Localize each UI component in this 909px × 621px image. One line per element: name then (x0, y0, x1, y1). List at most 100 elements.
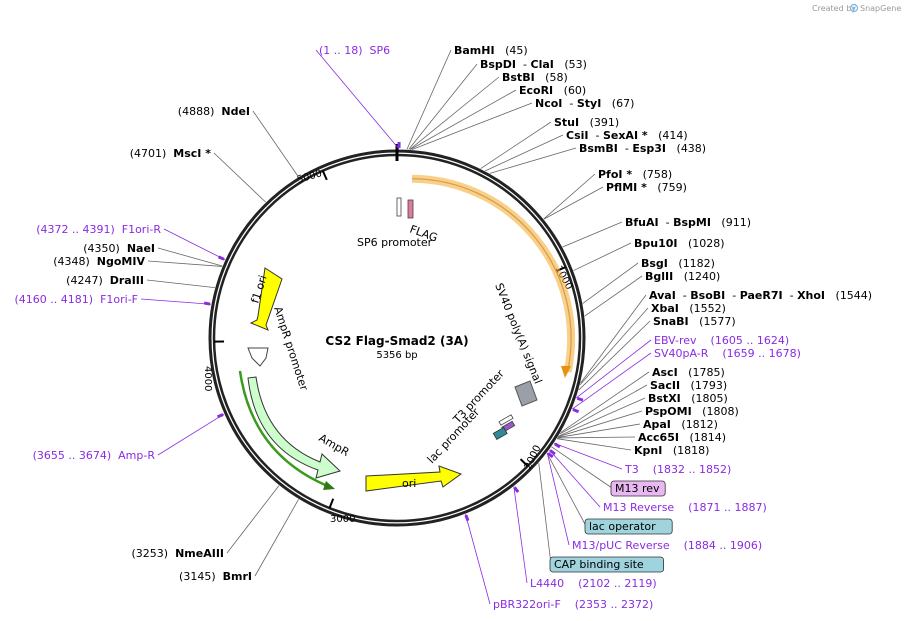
site-label-kpni: KpnI (1818) (634, 444, 709, 457)
sp6-promoter-feature (396, 197, 402, 217)
tick-mark (519, 458, 529, 467)
site-label-f1orir: (4372 .. 4391) F1ori-R (36, 223, 161, 236)
site-label-bfuai: BfuAI - BspMI (911) (625, 216, 751, 229)
leader-line (558, 397, 646, 437)
site-label-snabi: SnaBI (1577) (653, 315, 736, 328)
leader-line (157, 413, 225, 456)
leader-line (576, 339, 652, 399)
leader-line (557, 423, 641, 438)
site-label-bglii: BglII (1240) (645, 270, 720, 283)
leader-line (513, 486, 528, 584)
tick-label: 5000 (296, 168, 323, 186)
leader-line (252, 110, 299, 178)
leader-line (562, 221, 623, 248)
site-label-bsmbi: BsmBI - Esp3I (438) (579, 142, 706, 155)
site-label-l4440: L4440 (2102 .. 2119) (530, 577, 657, 590)
site-label-bmri: (3145) BmrI (179, 570, 252, 583)
leader-line (557, 410, 643, 438)
site-label-m13puc: M13/pUC Reverse (1884 .. 1906) (572, 539, 762, 552)
primer-mark (547, 452, 554, 459)
leader-line (147, 260, 223, 267)
primer-mark (549, 449, 556, 456)
site-label-ncoi: NcoI - StyI (67) (535, 97, 634, 110)
leader-line (480, 121, 552, 169)
leader-line (140, 298, 212, 305)
site-label-ebvrev: EBV-rev (1605 .. 1624) (654, 334, 789, 347)
t3-promoter-feature (498, 414, 514, 426)
site-label-ecori: EcoRI (60) (519, 84, 586, 97)
site-label-ascii: AscI (1785) (652, 366, 725, 379)
primer-mark (576, 396, 584, 402)
plasmid-size: 5356 bp (376, 350, 417, 361)
site-label-csii: CsiI - SexAI * (414) (566, 129, 688, 142)
credit-text: Created by (812, 4, 856, 13)
site-label-t3: T3 (1832 .. 1852) (624, 463, 731, 476)
feature-label-box (549, 556, 664, 573)
credit-brand: SnapGene (860, 4, 901, 13)
leader-line (560, 371, 650, 433)
site-label-draiii: (4247) DraIII (66, 274, 144, 287)
site-label-m13reverse: M13 Reverse (1871 .. 1887) (603, 501, 767, 514)
leader-line (163, 228, 226, 261)
ampr-arrowhead (323, 481, 335, 490)
site-label-sacii: SacII (1793) (650, 379, 727, 392)
leader-line (557, 436, 636, 439)
site-label-pfoi: PfoI * (758) (598, 168, 672, 181)
leader-line (546, 452, 587, 527)
leader-line (573, 242, 632, 271)
primer-mark (216, 413, 224, 419)
ori-label: ori (402, 477, 416, 490)
orf-arrowhead (561, 366, 571, 378)
leader-line (538, 462, 552, 565)
tick-label: 4000 (202, 366, 213, 391)
flag-feature (407, 199, 414, 219)
leader-line (580, 294, 647, 384)
tick-mark (321, 170, 328, 181)
leader-line (213, 152, 266, 203)
site-label-lacop: lac operator (589, 520, 656, 533)
leader-line (410, 89, 517, 150)
leader-line (579, 307, 649, 386)
primer-mark (217, 255, 225, 261)
sv40-polya-feature (514, 380, 538, 407)
site-label-pflmi: PflMI * (759) (606, 181, 687, 194)
leader-line (409, 76, 500, 150)
leader-line (543, 173, 596, 220)
leader-line (553, 442, 623, 470)
site-label-ndei: (4888) NdeI (178, 105, 250, 118)
ampr-promoter-feature (247, 347, 269, 367)
site-label-bspdi: BspDI - ClaI (53) (480, 58, 587, 71)
site-label-bstxi: BstXI (1805) (648, 392, 728, 405)
site-label-avai: AvaI - BsoBI - PaeR7I - XhoI (1544) (649, 289, 872, 302)
site-label-ngomiv: (4348) NgoMIV (53, 255, 145, 268)
primer-mark (554, 442, 561, 449)
site-label-nmeaiii: (3253) NmeAIII (132, 547, 225, 560)
ori-feature (365, 465, 463, 492)
snapgene-logo-icon (849, 3, 859, 13)
plasmid-name: CS2 Flag-Smad2 (3A) (325, 334, 468, 348)
feature-label-box (584, 518, 673, 535)
leader-line (157, 247, 223, 267)
leader-line (226, 485, 280, 554)
primer-mark (572, 408, 580, 414)
leader-line (556, 438, 632, 451)
tick-label: 3000 (330, 514, 355, 525)
leader-line (582, 262, 639, 304)
feature-label-box (610, 480, 666, 497)
primer-mark (464, 514, 470, 522)
leader-line (411, 102, 533, 150)
site-label-stui: StuI (391) (554, 116, 619, 129)
leader-line (543, 186, 604, 220)
site-label-ampr: (3655 .. 3674) Amp-R (33, 449, 156, 462)
site-label-pspomi: PspOMI (1808) (645, 405, 739, 418)
sp6-promoter-label: SP6 promoter (357, 236, 433, 249)
tick-mark (328, 498, 335, 509)
leader-line (546, 452, 570, 546)
ampr-arrow-line (238, 370, 331, 489)
leader-line (489, 147, 577, 174)
leader-line (408, 63, 478, 150)
leader-line (578, 320, 651, 391)
site-label-bamhi: BamHI (45) (454, 44, 528, 57)
